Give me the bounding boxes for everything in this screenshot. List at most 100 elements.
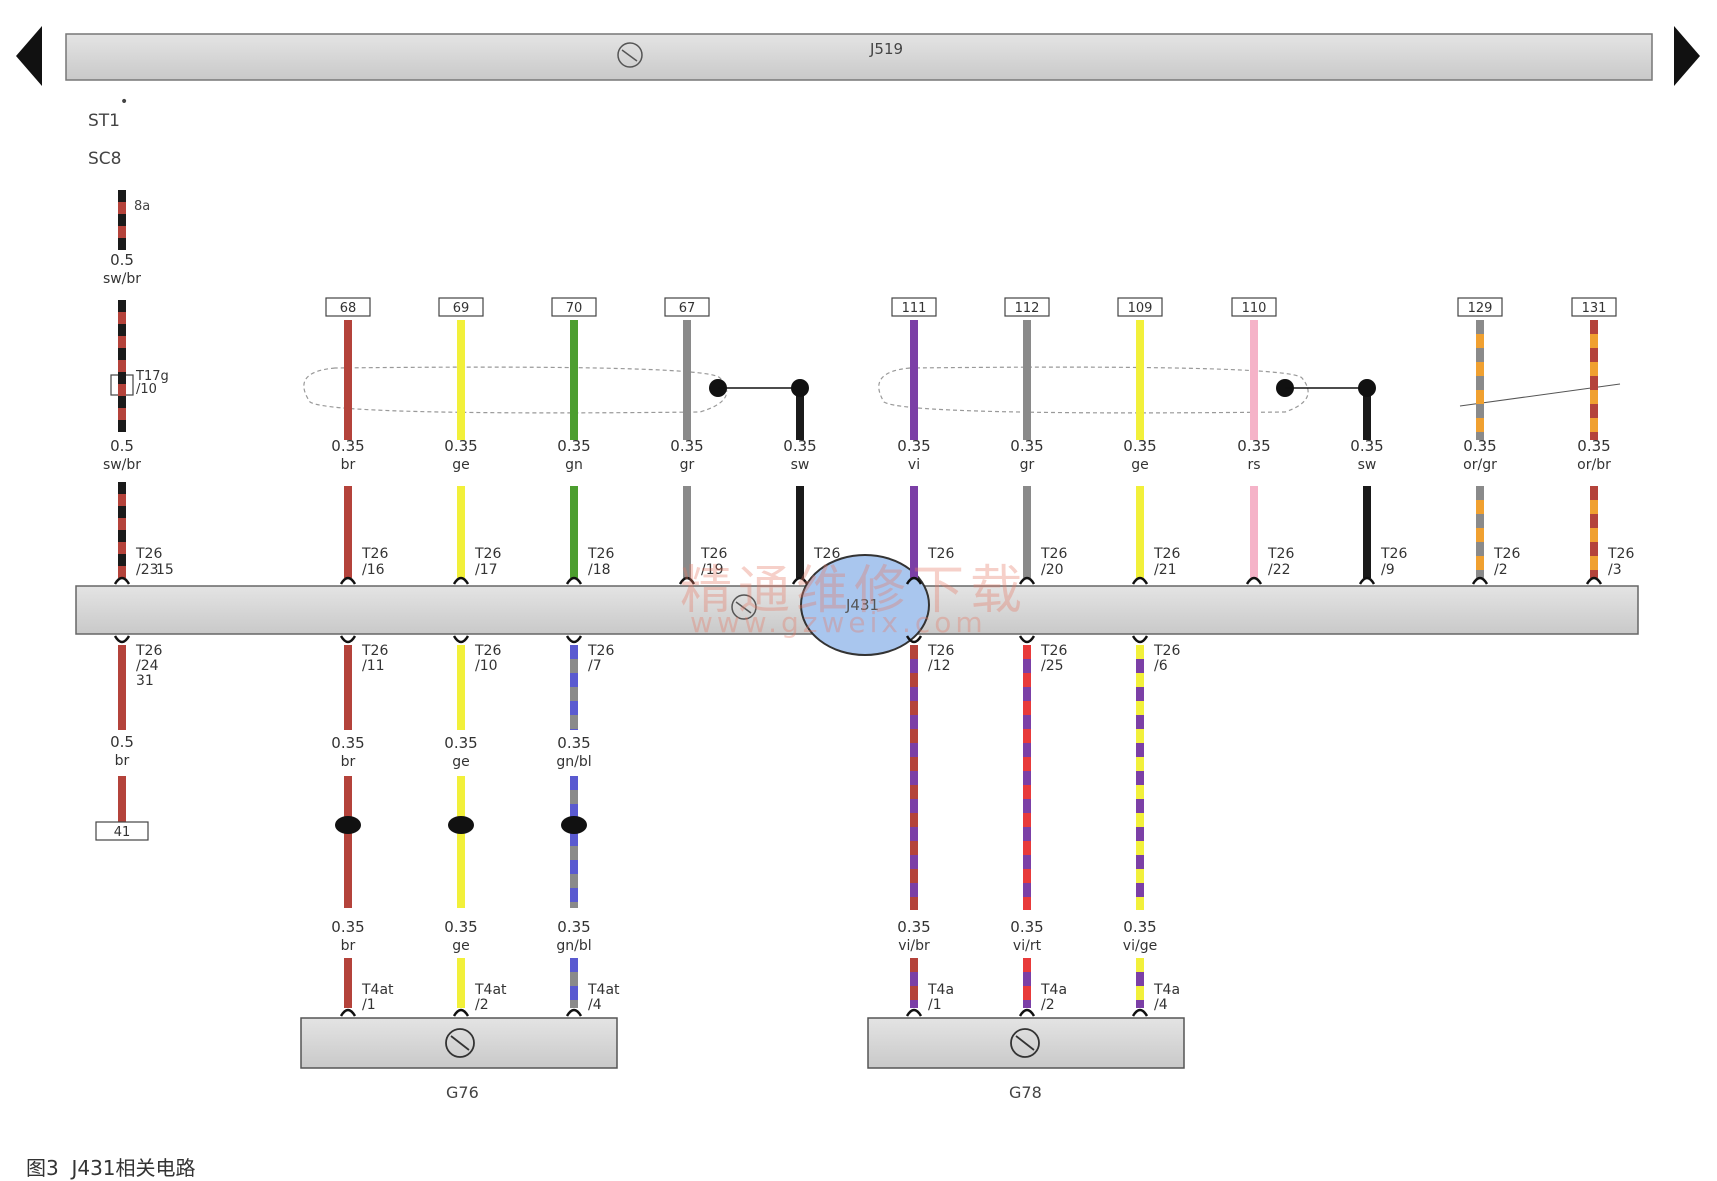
- connector-pin-label: /16: [362, 562, 385, 578]
- lower-wires-group: T26/24310.5br41T26/110.35br0.35brT4at/1T…: [95, 635, 1180, 1017]
- connector-label: T26: [474, 546, 501, 562]
- connector-pin-label: /2: [1494, 562, 1508, 578]
- wire-code-label: 131: [1582, 301, 1607, 316]
- connector-pin-icon: [1018, 635, 1036, 644]
- connector-pin-label: /25: [1041, 658, 1064, 674]
- wire-code-label: 68: [340, 301, 357, 316]
- connector-pin-label: /6: [1154, 658, 1168, 674]
- wire-color-label: rs: [1247, 457, 1260, 473]
- wire-color-label: ge: [1131, 457, 1149, 473]
- connector-label: T26: [474, 643, 501, 659]
- connector-pin-label: /24: [136, 658, 159, 674]
- wire-color-label: or/gr: [1463, 457, 1497, 473]
- wire-color-label: vi/ge: [1123, 938, 1157, 954]
- wire-code-box: [1571, 297, 1617, 317]
- connector-pin-icon: [905, 576, 923, 585]
- connector-label: T26: [1040, 643, 1067, 659]
- t17g-pin-label: /10: [136, 382, 157, 397]
- connector-extra-label: 15: [156, 562, 174, 578]
- upper-wires-group: 0.5sw/br0.5sw/brT26/2315680.35brT26/1669…: [103, 190, 1634, 585]
- wire-color-label: gn: [565, 457, 583, 473]
- wire-code-box: [1117, 297, 1163, 317]
- wire-color-label: sw/br: [103, 457, 141, 473]
- figure-title: J431相关电路: [71, 1156, 196, 1180]
- connector-label: T26: [1040, 546, 1067, 562]
- g78-sensor-icon: [1010, 1028, 1040, 1058]
- sensor-connector-pin-label: /2: [475, 997, 489, 1013]
- sensor-connector-label: T4a: [927, 982, 954, 998]
- splice-dot: [1358, 379, 1376, 397]
- connector-label: T26: [1153, 546, 1180, 562]
- wire-code-label: 70: [566, 301, 583, 316]
- wire-size-label: 0.35: [1577, 437, 1610, 455]
- wire-size-label: 0.5: [110, 251, 134, 269]
- wire-size-label: 0.35: [331, 437, 364, 455]
- wire-color-label: ge: [452, 754, 470, 770]
- figure-number: 图3: [26, 1156, 59, 1180]
- wire-code-label: 111: [902, 301, 927, 316]
- connector-label: T26: [361, 546, 388, 562]
- connector-pin-label: /10: [475, 658, 498, 674]
- wire-size-label: 0.35: [897, 918, 930, 936]
- connector-label: T26: [813, 546, 840, 562]
- wire-size-label: 0.35: [670, 437, 703, 455]
- wire-code-box: [1231, 297, 1277, 317]
- sensor-connector-pin-label: /4: [588, 997, 602, 1013]
- watermark-url: www.gzweix.com: [690, 606, 987, 639]
- g76-sensor-icon: [445, 1028, 475, 1058]
- watermark-text: 精通维修下载: [680, 561, 1029, 621]
- connector-pin-icon: [678, 576, 696, 585]
- wire-code-label: 112: [1015, 301, 1040, 316]
- sensor-connector-pin-label: /4: [1154, 997, 1168, 1013]
- twisted-pair-shield-left: [303, 366, 800, 414]
- sensor-connector-label: T4at: [587, 982, 620, 998]
- g78-label: G78: [1009, 1083, 1042, 1102]
- splice-dot: [448, 816, 474, 834]
- j519-module: J519: [16, 26, 1700, 86]
- connector-label: T26: [1607, 546, 1634, 562]
- wire-color-label: gr: [1020, 457, 1035, 473]
- connector-pin-icon: [1131, 635, 1149, 644]
- wire-color-label: vi/br: [898, 938, 930, 954]
- sensor-connector-pin-label: /1: [362, 997, 376, 1013]
- j431-label: J431: [845, 596, 879, 614]
- wire-color-label: gn/bl: [556, 938, 591, 954]
- left-arrow-icon[interactable]: [16, 26, 42, 86]
- wire-color-label: sw/br: [103, 271, 141, 287]
- connector-pin-label: /11: [362, 658, 385, 674]
- wire-end-code-label: 41: [114, 825, 131, 840]
- wire-size-label: 0.35: [444, 918, 477, 936]
- wire-code-box: [325, 297, 371, 317]
- st-ref-dot: •: [120, 94, 128, 110]
- wire-code-box: [1457, 297, 1503, 317]
- connector-pin-icon: [565, 1008, 583, 1017]
- connector-pin-label: /7: [588, 658, 602, 674]
- connector-label: T26: [135, 643, 162, 659]
- splice-dot: [791, 379, 809, 397]
- fuse-pin-label: 8a: [134, 199, 150, 214]
- connector-pin-icon: [1018, 1008, 1036, 1017]
- wire-size-label: 0.35: [557, 437, 590, 455]
- sensor-connector-label: T4a: [1040, 982, 1067, 998]
- wire-size-label: 0.5: [110, 733, 134, 751]
- j431-ellipse: [800, 554, 930, 656]
- right-arrow-icon[interactable]: [1674, 26, 1700, 86]
- connector-pin-icon: [339, 635, 357, 644]
- g76-sensor: G76: [300, 1017, 618, 1102]
- connector-pin-label: /12: [928, 658, 951, 674]
- wire-size-label: 0.35: [331, 734, 364, 752]
- connector-label: T26: [361, 643, 388, 659]
- j431-control-unit-icon: [731, 594, 757, 620]
- wire-color-label: sw: [791, 457, 810, 473]
- connector-pin-icon: [339, 576, 357, 585]
